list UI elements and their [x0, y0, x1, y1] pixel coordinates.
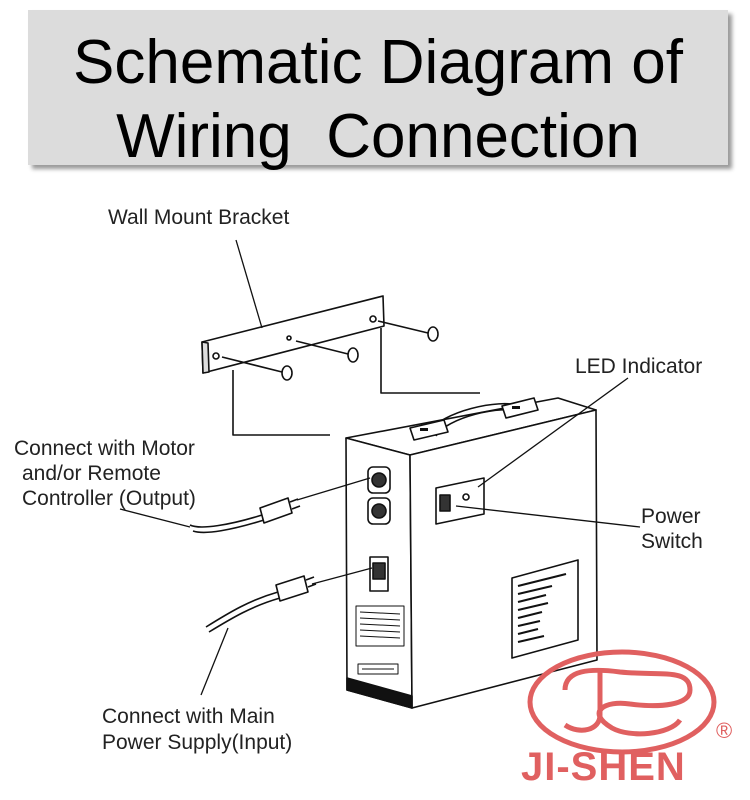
output-plug-cable	[189, 497, 301, 534]
input-socket	[369, 556, 389, 592]
output-socket	[367, 466, 391, 494]
power-unit	[345, 397, 598, 709]
input-plug-cable	[205, 575, 317, 633]
carry-handle	[409, 397, 539, 441]
label-wall-mount-bracket: Wall Mount Bracket	[108, 206, 290, 229]
label-input-line-2: Power Supply(Input)	[102, 731, 293, 754]
label-output-line-3: Controller (Output)	[22, 487, 196, 510]
label-input-line-1: Connect with Main	[102, 705, 275, 728]
wall-mount-bracket	[201, 295, 480, 436]
label-power-switch-line-2: Switch	[641, 530, 703, 553]
leader-lines	[119, 239, 641, 696]
registered-mark: ®	[716, 718, 733, 743]
screw	[221, 356, 293, 381]
title-banner: Schematic Diagram of Wiring Connection	[28, 10, 728, 171]
front-vent	[355, 605, 405, 675]
label-output-line-2: and/or Remote	[22, 462, 161, 485]
output-socket	[367, 497, 391, 525]
title-line-1: Schematic Diagram of	[73, 28, 683, 97]
brand-name: JI-SHEN	[521, 745, 686, 789]
switch-panel	[435, 477, 485, 525]
ji-shen-logo	[527, 649, 717, 755]
screw	[377, 320, 439, 342]
label-output-line-1: Connect with Motor	[14, 437, 195, 460]
spec-label-plate	[511, 559, 579, 659]
title-line-2: Wiring Connection	[116, 102, 640, 171]
label-led-indicator: LED Indicator	[575, 355, 703, 378]
label-power-switch-line-1: Power	[641, 505, 701, 528]
screw	[295, 340, 359, 363]
